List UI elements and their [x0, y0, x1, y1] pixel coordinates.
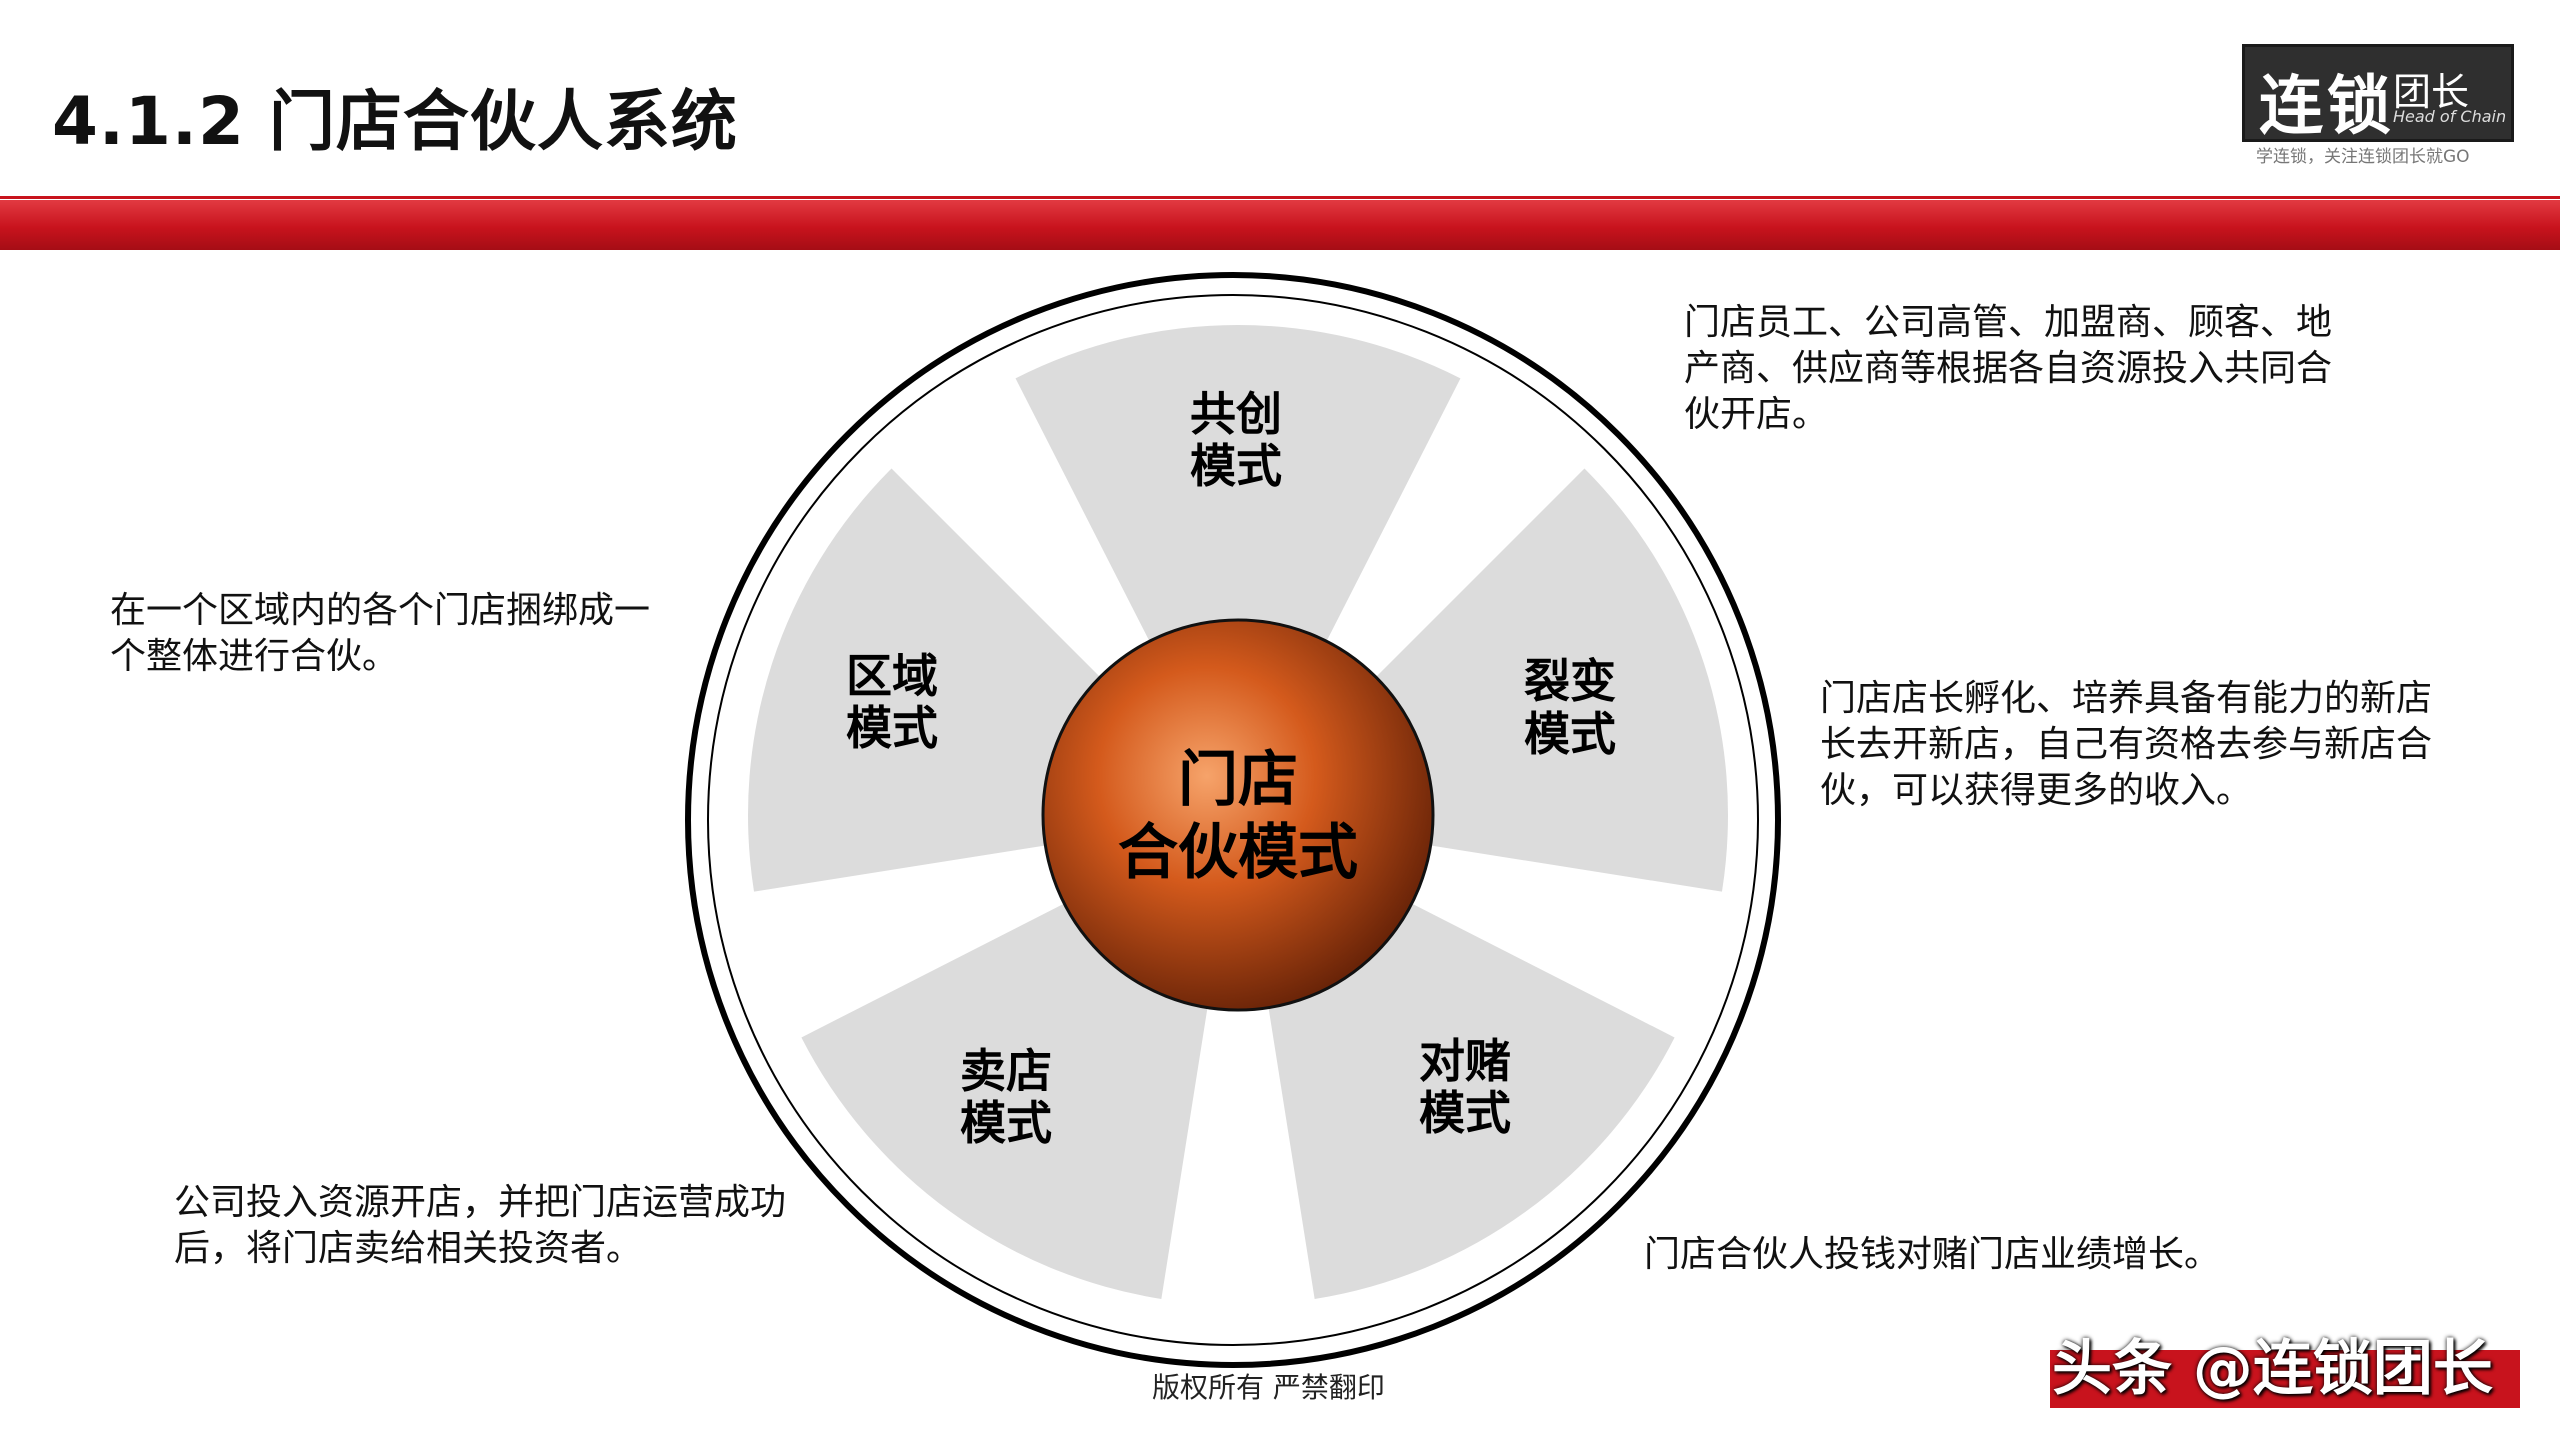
page-title: 4.1.2 门店合伙人系统 — [52, 83, 738, 160]
segment-label-duidu-1: 对赌 — [1419, 1034, 1511, 1088]
segment-label-liebian-2: 模式 — [1524, 707, 1616, 761]
segment-label-quyu-1: 区域 — [846, 649, 938, 703]
desc-duidu: 门店合伙人投钱对赌门店业绩增长。 — [1644, 1232, 2220, 1278]
logo-main-text: 连锁 — [2259, 70, 2395, 144]
desc-quyu-line-1: 在一个区域内的各个门店捆绑成一 — [110, 590, 651, 631]
watermark-text: 头条 @连锁团长 — [2052, 1334, 2493, 1404]
segment-label-maidian-2: 模式 — [960, 1096, 1052, 1150]
desc-gongchuang-line-1: 门店员工、公司高管、加盟商、顾客、地 — [1684, 302, 2333, 343]
segment-label-quyu-2: 模式 — [846, 701, 938, 755]
segment-wedge-gongchuang — [1015, 325, 1461, 682]
header-red-band — [0, 200, 2560, 250]
segment-label-duidu-2: 模式 — [1419, 1086, 1511, 1140]
segment-label-liebian-1: 裂变 — [1524, 654, 1616, 708]
segment-label-maidian-1: 卖店 — [960, 1044, 1052, 1098]
segment-wedge-duidu — [1261, 883, 1675, 1299]
header-divider-line — [0, 196, 2560, 199]
center-label-line1: 门店 — [1178, 745, 1298, 815]
desc-liebian-line-1: 门店店长孵化、培养具备有能力的新店 — [1820, 678, 2433, 719]
desc-quyu: 在一个区域内的各个门店捆绑成一 个整体进行合伙。 — [110, 588, 650, 680]
segment-wedge-maidian — [801, 883, 1215, 1299]
desc-liebian-line-2: 长去开新店，自己有资格去参与新店合 — [1820, 724, 2433, 765]
desc-quyu-line-2: 个整体进行合伙。 — [110, 636, 399, 677]
center-hub — [1041, 618, 1435, 1012]
desc-maidian-line-2: 后，将门店卖给相关投资者。 — [174, 1228, 643, 1269]
desc-gongchuang-line-3: 伙开店。 — [1684, 394, 1829, 435]
brand-logo: 连锁 团长 Head of Chain — [2242, 44, 2514, 144]
watermark-red-box — [2050, 1350, 2520, 1408]
desc-maidian: 公司投入资源开店，并把门店运营成功 后，将门店卖给相关投资者。 — [174, 1180, 786, 1272]
logo-sub-text: 团长 — [2393, 70, 2470, 114]
desc-liebian-line-3: 伙，可以获得更多的收入。 — [1820, 770, 2253, 811]
logo-tagline: 学连锁，关注连锁团长就GO — [2256, 147, 2470, 167]
desc-liebian: 门店店长孵化、培养具备有能力的新店 长去开新店，自己有资格去参与新店合 伙，可以… — [1820, 676, 2432, 814]
desc-duidu-line-1: 门店合伙人投钱对赌门店业绩增长。 — [1644, 1234, 2221, 1275]
segment-label-gongchuang-2: 模式 — [1190, 439, 1282, 493]
logo-english-text: Head of Chain — [2393, 107, 2507, 126]
desc-gongchuang-line-2: 产商、供应商等根据各自资源投入共同合 — [1684, 348, 2333, 389]
outer-ring-inner-line — [707, 294, 1759, 1346]
segment-label-gongchuang-1: 共创 — [1190, 387, 1282, 441]
segment-group — [748, 325, 1728, 1299]
segment-wedge-liebian — [1344, 468, 1728, 892]
segment-wedge-quyu — [748, 468, 1132, 892]
desc-maidian-line-1: 公司投入资源开店，并把门店运营成功 — [174, 1182, 787, 1223]
center-label-line2: 合伙模式 — [1118, 818, 1358, 888]
copyright-notice: 版权所有 严禁翻印 — [1152, 1371, 1385, 1404]
desc-gongchuang: 门店员工、公司高管、加盟商、顾客、地 产商、供应商等根据各自资源投入共同合 伙开… — [1684, 300, 2332, 438]
